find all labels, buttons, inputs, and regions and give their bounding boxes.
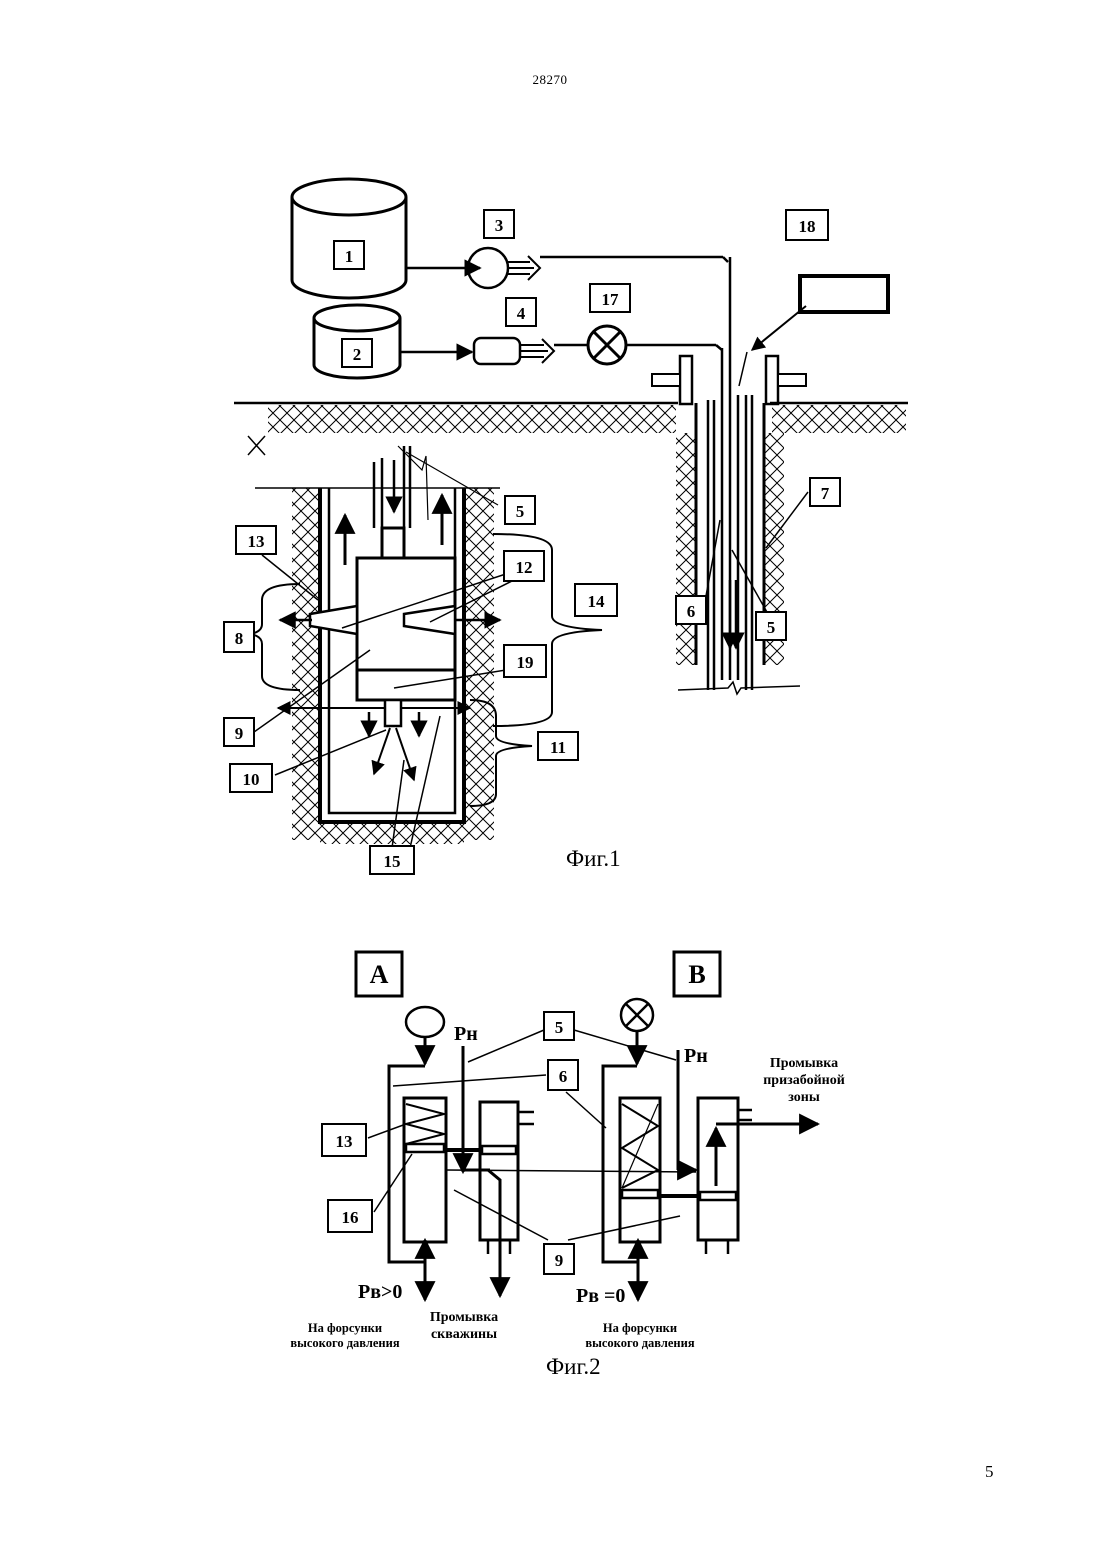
tank-1: [292, 179, 406, 298]
note-zone-flush-2: призабойной: [763, 1073, 845, 1088]
note-nozzles-left-2: высокого давления: [290, 1336, 399, 1350]
label-8: 8: [235, 629, 244, 648]
fig2-label-6: 6: [559, 1067, 568, 1086]
label-13: 13: [248, 532, 265, 551]
valve-17-symbol: [588, 326, 626, 364]
label-17: 17: [602, 290, 620, 309]
label-14: 14: [588, 592, 606, 611]
label-4: 4: [517, 304, 526, 323]
note-well-flush-2: скважины: [431, 1327, 497, 1342]
pressure-pn-right: Рн: [684, 1045, 708, 1067]
label-10: 10: [243, 770, 260, 789]
label-2: 2: [353, 345, 362, 364]
label-5-well: 5: [767, 618, 776, 637]
note-zone-flush-1: Промывка: [770, 1056, 838, 1071]
pressure-pv-left: Рв>0: [358, 1281, 402, 1303]
label-15: 15: [384, 852, 401, 871]
controller-18-symbol: [800, 276, 888, 312]
downhole-assembly: [250, 446, 602, 848]
fig2-label-5: 5: [555, 1018, 564, 1037]
note-nozzles-right-2: высокого давления: [585, 1336, 694, 1350]
label-19: 19: [517, 653, 534, 672]
figure2-caption: Фиг.2: [546, 1354, 601, 1379]
label-11: 11: [550, 738, 566, 757]
note-zone-flush-3: зоны: [788, 1090, 820, 1105]
panel-b-label: B: [688, 960, 705, 989]
pressure-pv-right: Рв =0: [576, 1285, 625, 1307]
label-9: 9: [235, 724, 244, 743]
device-4-symbol: [474, 338, 520, 364]
fig2-label-16: 16: [342, 1208, 359, 1227]
label-1: 1: [345, 247, 354, 266]
note-nozzles-right-1: На форсунки: [603, 1321, 677, 1335]
pressure-pn-left: Рн: [454, 1023, 478, 1045]
label-3: 3: [495, 216, 504, 235]
fig2-label-9: 9: [555, 1251, 564, 1270]
label-12: 12: [516, 558, 533, 577]
label-7: 7: [821, 484, 830, 503]
label-5-downhole: 5: [516, 502, 525, 521]
note-well-flush-1: Промывка: [430, 1310, 498, 1325]
figure1-caption: Фиг.1: [566, 846, 621, 871]
fig2-label-13: 13: [336, 1132, 353, 1151]
note-nozzles-left-1: На форсунки: [308, 1321, 382, 1335]
label-6: 6: [687, 602, 696, 621]
page-number: 5: [985, 1462, 994, 1482]
panel-b-diagram: [603, 999, 818, 1300]
panel-a-label: A: [370, 960, 389, 989]
panel-a-diagram: [389, 1007, 534, 1300]
label-18: 18: [799, 217, 816, 236]
